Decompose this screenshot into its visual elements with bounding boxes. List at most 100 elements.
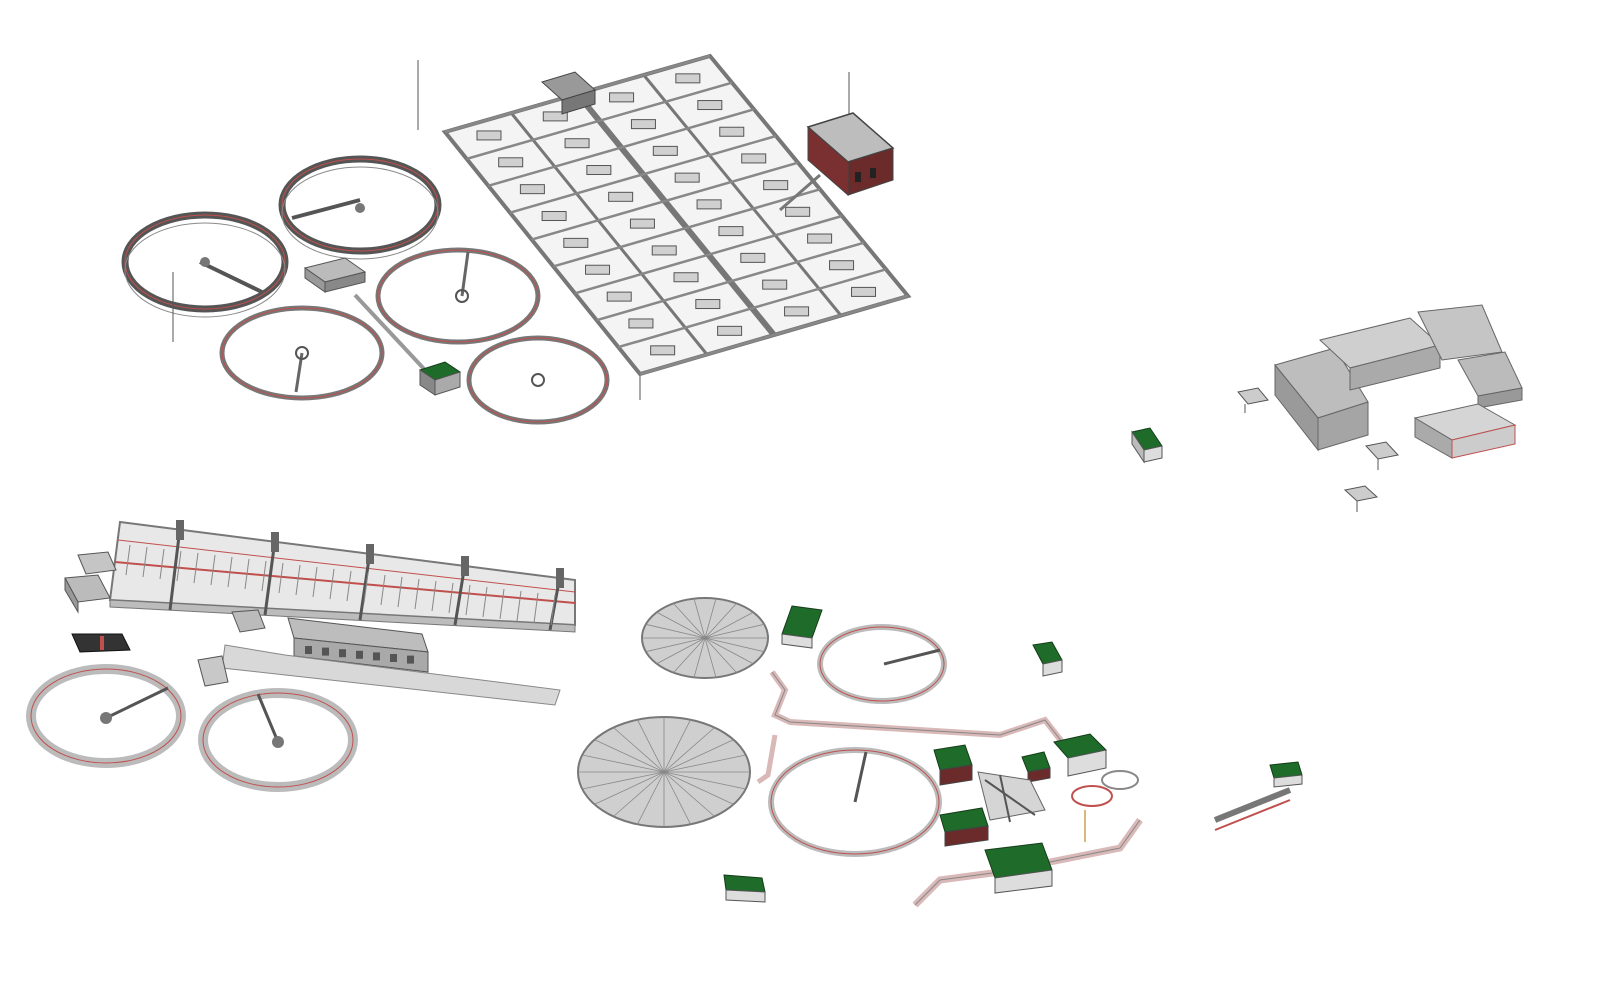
grid-cell-equipment [585,264,611,275]
basin-bridge-mechanism [461,556,469,576]
basin-aerator-drop [550,594,556,626]
building-window [407,655,414,664]
admin-complex [1237,304,1523,512]
basin-aerator-drop [363,572,369,604]
basin-aerator-drop [465,584,471,616]
grid-cell-equipment [519,184,545,195]
basin-aerator-drop [278,562,284,594]
control-building-north [779,112,895,212]
clarifier-c [219,305,385,401]
grid-cell-equipment [650,345,676,356]
grid-cell-equipment [675,73,701,84]
basin-aerator-drop [176,550,182,582]
roof-rib [582,771,665,790]
basin-aerator-drop [295,564,301,596]
distribution-structure [303,257,427,372]
basin-divider [168,527,182,611]
grid-cell-equipment [696,199,722,210]
basin-aerator-drop [125,544,131,576]
basin-aerator-drop [159,548,165,580]
grid-cell-equipment [541,211,567,222]
grid-cross-wall [596,241,865,322]
building-window [356,650,363,659]
grid-cell-equipment [608,191,634,202]
clarifier-e [466,335,610,425]
grid-cell-equipment [829,260,855,271]
basin-aerator-drop [312,566,318,598]
basin-aerator-drop [499,588,505,620]
basin-aerator-drop [414,578,420,610]
aeration-basin-south [64,520,576,706]
roof-rib [645,637,706,653]
grid-cell-equipment [651,245,677,256]
grid-cell-equipment [652,145,678,156]
grid-cell-equipment [564,138,590,149]
grid-cell-equipment [851,286,877,297]
grid-longitudinal-wall [708,55,910,297]
basin-divider [263,539,277,616]
basin-bridge-mechanism [366,544,374,564]
grid-cell-equipment [762,279,788,290]
clarifier-f [26,664,186,768]
roof-rib [704,637,765,653]
roof-rib [594,739,665,773]
roof-rib [704,611,754,639]
roof-rib [656,637,706,665]
grid-cross-wall [487,108,755,187]
grid-cell-equipment [609,92,635,103]
grid-cell-equipment [807,233,833,244]
grid-cross-wall [531,161,799,241]
roof-rib [693,637,706,678]
grid-cross-wall [552,188,821,268]
grid-cell-equipment [586,165,612,176]
grid-cell-equipment [476,130,502,141]
grid-cell-equipment [719,126,745,137]
basin-aerator-drop [261,560,267,592]
basin-aerator-drop [397,576,403,608]
clarifier-h [817,624,947,704]
roof-rib [663,727,715,773]
grid-cell-equipment [697,100,723,111]
basin-aerator-drop [516,590,522,622]
basin-aerator-drop [346,570,352,602]
clarifier-i [768,747,942,857]
roof-rib [704,623,765,639]
roof-rib [594,771,665,805]
grid-cell-equipment [717,325,743,336]
basin-aerator-drop [431,580,437,612]
building-window [390,654,397,662]
roof-rib [693,598,706,639]
roof-rib [663,739,734,773]
basin-aerator-drop [533,592,539,624]
grid-cross-wall [466,81,733,161]
grid-cell-equipment [542,111,568,122]
roof-rib [704,603,737,639]
grid-cell-equipment [785,206,811,217]
roof-rib [637,771,665,825]
pump-house-north [418,361,462,396]
basin-aerator-drop [244,558,250,590]
grid-cross-wall [617,268,887,349]
grid-cell-equipment [740,252,766,263]
basin-aerator-drop [482,586,488,618]
guard-house [1131,427,1163,464]
grid-cell-equipment [695,299,721,310]
roof-rib [663,771,734,805]
roof-rib [704,637,717,678]
digester-a [641,597,769,679]
basin-aerator-drop [329,568,335,600]
roof-rib [582,754,665,773]
basin-aerator-drop [380,574,386,606]
clarifier-a [121,211,289,318]
roof-rib [645,623,706,639]
roof-rib [637,719,665,773]
grid-cross-wall [509,134,777,214]
grid-cell-equipment [606,291,632,302]
roof-rib [663,754,746,773]
grid-inlet-structure [541,71,596,115]
grid-cell-equipment [673,272,699,283]
roof-rib [663,719,691,773]
basin-aerator-drop [448,582,454,614]
basin-aerator-drop [227,556,233,588]
